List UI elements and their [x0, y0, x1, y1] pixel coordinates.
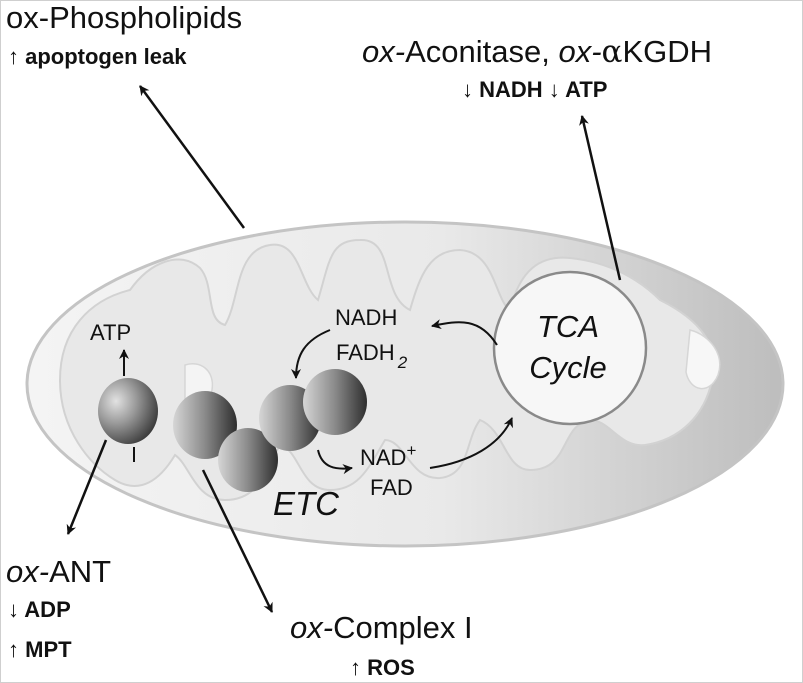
complex-iv-sphere — [303, 369, 367, 435]
fadh-text: FADH — [336, 340, 395, 365]
fad-label: FAD — [370, 475, 413, 500]
nadh-label: NADH — [335, 305, 397, 330]
etc-complexes — [98, 369, 367, 492]
tca-label-line2: Cycle — [529, 350, 607, 385]
aconitase-prefix: ox- — [362, 34, 405, 69]
akgdh-name: KGDH — [622, 34, 712, 69]
arrow-to-complex-i — [201, 469, 274, 613]
complex-ii-sphere — [218, 428, 278, 492]
complex-i-sphere — [173, 391, 237, 459]
ant-effect-mpt: ↑ MPT — [8, 637, 72, 662]
aconitase-effect: ↓ NADH ↓ ATP — [462, 77, 607, 102]
phospholipids-prefix: ox- — [6, 0, 49, 35]
tca-cycle-circle — [492, 270, 648, 426]
arrow-to-ant — [66, 439, 108, 535]
arrow-nadh-to-etc — [291, 329, 331, 379]
akgdh-alpha: α — [602, 34, 623, 70]
complex-i-prefix: ox- — [290, 610, 333, 645]
arrow-tca-to-nadh — [431, 319, 498, 346]
ant-sphere — [98, 378, 158, 444]
fadh-subscript: 2 — [397, 353, 408, 372]
aconitase-name: Aconitase, — [405, 34, 558, 69]
ant-name: ANT — [49, 554, 111, 589]
arrow-to-aconitase — [579, 115, 622, 281]
nad-text: NAD — [360, 445, 406, 470]
matrix-fold-right — [685, 329, 721, 390]
phospholipids-title: ox-Phospholipids — [6, 0, 242, 35]
ant-title: ox-ANT — [6, 554, 111, 589]
akgdh-prefix: ox- — [558, 34, 601, 69]
atp-label: ATP — [90, 320, 131, 345]
arrow-to-phospholipids — [138, 85, 246, 229]
nad-superscript: + — [406, 441, 416, 460]
complex-i-effect: ↑ ROS — [350, 655, 415, 680]
arrow-nad-to-tca — [429, 417, 513, 469]
ant-prefix: ox- — [6, 554, 49, 589]
complex-i-name: Complex I — [333, 610, 473, 645]
aconitase-title: ox-Aconitase, ox-αKGDH — [362, 34, 712, 70]
arrow-etc-to-nad — [317, 449, 353, 475]
nad-label: NAD+ — [360, 441, 416, 470]
etc-label: ETC — [273, 485, 340, 522]
phospholipids-name: Phospholipids — [49, 0, 242, 35]
ant-effect-adp: ↓ ADP — [8, 597, 71, 622]
tca-label-line1: TCA — [537, 309, 599, 344]
complex-i-title: ox-Complex I — [290, 610, 473, 645]
phospholipids-effect: ↑ apoptogen leak — [8, 44, 187, 69]
